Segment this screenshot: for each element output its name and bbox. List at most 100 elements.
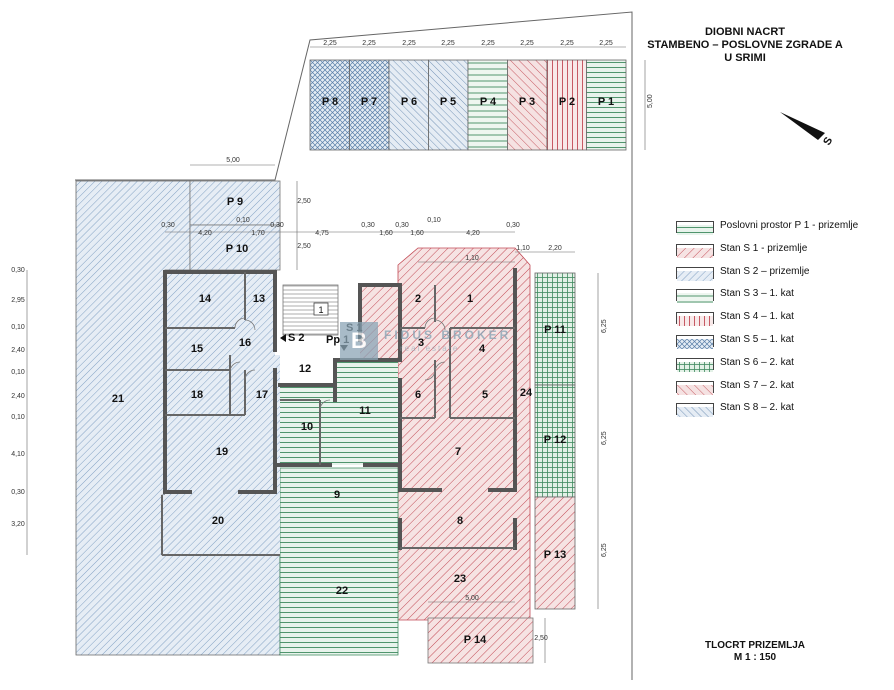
area-22-9 [279,467,399,656]
dim-label: 2,50 [297,243,311,250]
walls [163,268,517,550]
dim-label: 0,30 [506,222,520,229]
parking-label: P 5 [440,96,456,108]
parking-label: P 10 [226,243,248,255]
swatch-rect [677,316,713,327]
room-20: 20 [212,515,224,527]
legend-swatch-fill [677,293,713,304]
apartment-s2 [162,270,280,555]
legend-swatch [676,289,714,304]
legend-label: Stan S 3 – 1. kat [720,288,794,300]
dim-label: 6,25 [601,319,608,333]
entrance-s2: S 2 [288,332,305,344]
room-10: 10 [301,421,313,433]
room-6: 6 [415,389,421,401]
dim-label: 0,10 [236,217,250,224]
dim-label: 6,25 [601,543,608,557]
room-1: 1 [467,293,473,305]
dim-label: 0,30 [161,222,175,229]
dim-label: 1,70 [251,230,265,237]
dim-label: 0,30 [361,222,375,229]
legend-swatch [676,221,714,235]
dim-label: 2,50 [297,198,311,205]
parking-label: P 11 [544,324,566,336]
dim-label: 4,75 [315,230,329,237]
watermark-text: FIDUS BROKER [384,328,512,342]
parking-p7 [349,59,390,151]
footer-line-2: M 1 : 150 [733,652,777,663]
room-14: 14 [199,293,212,305]
room-8: 8 [457,515,463,527]
dim-label: 6,25 [601,431,608,445]
door-arc [424,369,436,381]
swatch-rect [677,407,713,418]
parking-top-dims: 2,25 2,25 2,25 2,25 2,25 2,25 2,25 2,25 [323,40,613,47]
room-9: 9 [334,489,340,501]
door-arc [229,361,241,373]
dim-label: 2,25 [323,40,337,47]
parking-p1 [586,59,627,151]
legend-swatch-fill [677,361,713,372]
dim-label: 2,25 [402,40,416,47]
door-arc [244,369,256,381]
legend-row-p1: Poslovni prostor P 1 - prizemlje [676,219,891,242]
dimension-lines [26,46,646,663]
stairwell [282,284,339,336]
room-2: 2 [415,293,421,305]
dim-label: 4,20 [198,230,212,237]
legend-label: Stan S 1 - prizemlje [720,242,808,254]
room-17: 17 [256,389,268,401]
parking-p4 [467,59,508,151]
legend-label: Poslovni prostor P 1 - prizemlje [720,220,859,231]
legend-swatch-fill [677,384,713,395]
legend-label: Stan S 4 – 1. kat [720,311,794,323]
legend-label: Stan S 2 – prizemlje [720,265,810,277]
parking-label: P 8 [322,96,338,108]
door-arc [424,317,436,329]
parking-top-labels: P 8 P 7 P 6 P 5 P 4 P 3 P 2 P 1 [322,96,614,108]
dim-label: 2,95 [11,297,25,304]
stair-number: 1 [318,305,323,315]
dim-label: 0,10 [427,217,441,224]
title-line-1: DIOBNI NACRT [704,26,786,38]
north-label: S [821,135,835,147]
dim-label: 5,00 [465,595,479,602]
room-12: 12 [299,363,311,375]
dim-label: 2,25 [520,40,534,47]
doors [229,317,446,411]
parking-label: P 7 [361,96,377,108]
room-24: 24 [520,387,533,399]
parking-p14 [427,617,534,664]
parking-p12 [534,384,576,498]
stair-box [313,302,329,316]
door-arc [234,317,246,329]
dim-label: 0,10 [11,324,25,331]
room-15: 15 [191,343,203,355]
legend-swatch-fill [677,225,713,235]
legend-swatch-fill [677,338,713,349]
legend-swatch [676,380,714,395]
parking-label: P 14 [464,634,487,646]
swatch-rect [677,384,713,395]
swatch-rect [677,270,713,281]
parking-p6 [388,59,429,151]
room-22: 22 [336,585,348,597]
north-arrow-icon [780,112,825,140]
dim-label: 2,25 [481,40,495,47]
legend-swatch-fill [677,316,713,327]
plan-footer: TLOCRT PRIZEMLJA M 1 : 150 [700,640,810,664]
dim-label: 2,40 [11,393,25,400]
watermark-sub: real estate [400,344,460,353]
dim-label: 1,10 [516,245,530,252]
dim-label: 0,10 [11,369,25,376]
dim-label: 4,20 [466,230,480,237]
dim-label: 2,25 [560,40,574,47]
swatch-rect [677,361,713,372]
parking-label: P 1 [598,96,614,108]
dim-label: 0,10 [11,414,25,421]
swatch-rect [677,225,713,235]
legend-swatch [676,312,714,327]
footer-line-1: TLOCRT PRIZEMLJA [705,640,805,651]
dims-left-text: 0,30 2,95 0,10 2,40 0,10 2,40 0,10 4,10 … [11,267,25,528]
